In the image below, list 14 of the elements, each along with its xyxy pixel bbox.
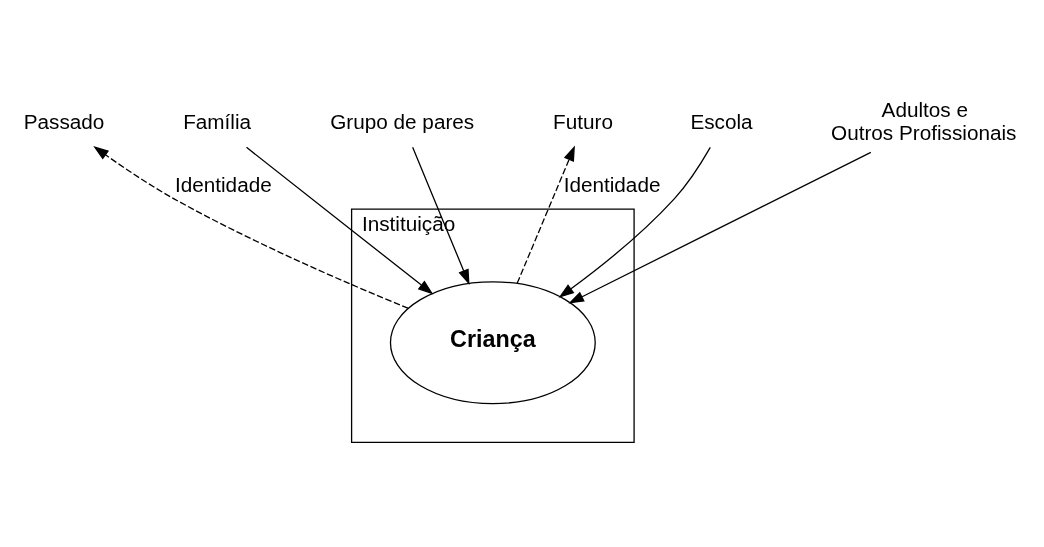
arrow xyxy=(412,146,470,285)
arrow xyxy=(516,145,575,284)
node-text: Grupo de pares xyxy=(330,109,475,133)
arrow xyxy=(245,146,434,294)
node-text: Família xyxy=(183,109,252,133)
node-text: Adultos e Outros Profissionais xyxy=(831,97,1017,144)
node-text: Passado xyxy=(23,109,105,133)
arrow xyxy=(93,145,409,309)
node-text: Escola xyxy=(690,109,753,133)
arrow xyxy=(558,146,711,298)
arrow xyxy=(568,151,872,304)
node-text: Futuro xyxy=(553,109,613,133)
edge-label: Identidade xyxy=(563,172,661,196)
edge-label: Identidade xyxy=(174,172,272,196)
